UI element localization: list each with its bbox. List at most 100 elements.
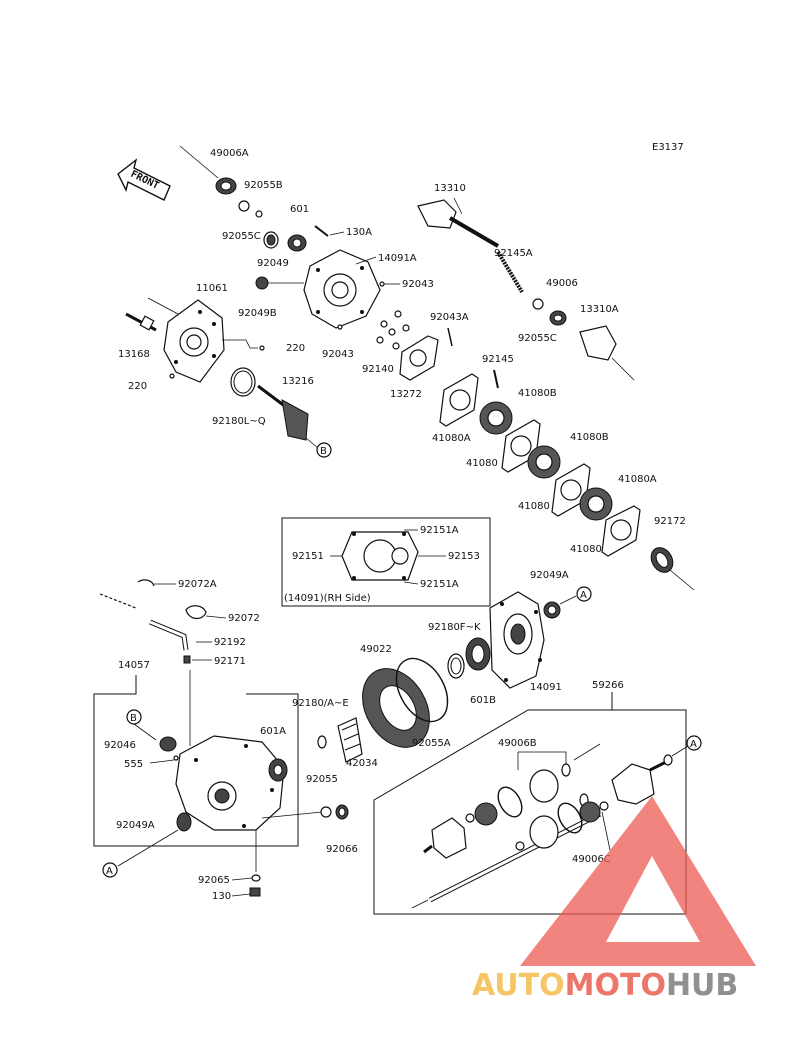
diagram-code: E3137 [652, 142, 684, 153]
watermark-suffix: HUB [666, 968, 738, 1003]
label-92066: 92066 [326, 844, 358, 855]
label-13216: 13216 [282, 376, 314, 387]
label-92043-right: 92043 [402, 279, 434, 290]
label-13168: 13168 [118, 349, 150, 360]
pinion-housing-assembly: 49006A 92055B 92055C 92049 601 130A 1409… [118, 145, 434, 458]
label-92172: 92172 [654, 516, 686, 527]
label-92055B: 92055B [244, 180, 283, 191]
callout-A-top [576, 586, 592, 602]
label-601A: 601A [260, 726, 286, 737]
label-92055C-mid: 92055C [518, 333, 557, 344]
callout-A-right-label: A [690, 739, 697, 750]
clamp-92171 [183, 655, 191, 664]
label-49006A: 49006A [210, 148, 249, 159]
inset-label-92151A-bottom: 92151A [420, 579, 459, 590]
label-41080A-1: 41080A [432, 433, 471, 444]
inset-label-92151: 92151 [292, 551, 324, 562]
clip-92072A [137, 579, 155, 587]
watermark-middle: MOTO [565, 968, 666, 1003]
label-92043A: 92043A [430, 312, 469, 323]
label-92140: 92140 [362, 364, 394, 375]
o-ring-92055C [238, 200, 250, 212]
label-13310: 13310 [434, 183, 466, 194]
label-41080-1: 41080 [466, 458, 498, 469]
label-92072: 92072 [228, 613, 260, 624]
joint-13310 [417, 199, 457, 229]
label-92171: 92171 [214, 656, 246, 667]
o-ring-92055B [255, 210, 263, 218]
drive-shaft-59266: 59266 49006B A 49006C [373, 680, 702, 915]
label-92055A: 92055A [412, 738, 451, 749]
label-220-left: 220 [128, 381, 147, 392]
washer-555 [173, 755, 179, 761]
label-13310A: 13310A [580, 304, 619, 315]
seal-92049A-bottom [176, 812, 192, 832]
shaft-42034 [337, 717, 363, 763]
inset-label-92153: 92153 [448, 551, 480, 562]
spring-92145A [496, 250, 524, 294]
label-49006C: 49006C [572, 854, 611, 865]
callout-A-left-label: A [106, 866, 113, 877]
clutch-plates [439, 373, 641, 557]
label-41080A-2: 41080A [618, 474, 657, 485]
inset-label-92151A-top: 92151A [420, 525, 459, 536]
label-14057: 14057 [118, 660, 150, 671]
seal-92049B [255, 276, 269, 290]
label-14091: 14091 [530, 682, 562, 693]
differential-case-assembly: 92072A 92072 92192 92171 14057 B 92046 5… [93, 579, 358, 902]
label-92046: 92046 [104, 740, 136, 751]
bolt-130 [249, 887, 261, 897]
label-601-top: 601 [290, 204, 309, 215]
case-14057 [175, 735, 285, 831]
label-92049: 92049 [257, 258, 289, 269]
callout-B-bottom-label: B [130, 713, 137, 724]
label-92072A: 92072A [178, 579, 217, 590]
watermark-triangle-icon [520, 796, 756, 966]
pinion-13216 [281, 399, 309, 441]
label-92145: 92145 [482, 354, 514, 365]
label-92049A-bottom: 92049A [116, 820, 155, 831]
label-49006: 49006 [546, 278, 578, 289]
callout-B-top-label: B [320, 446, 327, 457]
balls-92140 [376, 310, 410, 350]
label-49022: 49022 [360, 644, 392, 655]
label-13272: 13272 [390, 389, 422, 400]
label-92049B: 92049B [238, 308, 277, 319]
label-92043-bottom: 92043 [322, 349, 354, 360]
label-92180A-E: 92180/A~E [292, 698, 349, 709]
cv-joint-outer-left [431, 817, 467, 859]
ring-gear-assembly: 92180/A~E 42034 49022 92055A 92180F~K 60… [292, 570, 592, 769]
plug-92046 [159, 736, 177, 752]
o-ring-92055A [395, 657, 449, 723]
callout-A-top-label: A [580, 590, 587, 601]
watermark-logo: AUTOMOTOHUB [472, 796, 756, 1003]
callout-B-top [316, 442, 332, 458]
inset-14091-rh-side: 92151A 92151 92153 92151A (14091)(RH Sid… [281, 517, 491, 607]
callout-A-right [686, 735, 702, 751]
cv-boot-right [529, 815, 559, 849]
label-92145A: 92145A [494, 248, 533, 259]
label-11061: 11061 [196, 283, 228, 294]
label-92055C-top: 92055C [222, 231, 261, 242]
label-92180L-Q: 92180L~Q [212, 416, 266, 427]
label-92055: 92055 [306, 774, 338, 785]
label-59266: 59266 [592, 680, 624, 691]
o-ring-92055C-mid [532, 298, 544, 310]
watermark-prefix: AUTO [472, 968, 565, 1003]
label-41080B-1: 41080B [518, 388, 557, 399]
inset-caption: (14091)(RH Side) [284, 593, 371, 604]
washer-92065 [251, 874, 261, 882]
label-130A: 130A [346, 227, 372, 238]
label-130: 130 [212, 891, 231, 902]
label-41080-3: 41080 [570, 544, 602, 555]
o-ring-92055 [320, 806, 332, 818]
label-92192: 92192 [214, 637, 246, 648]
shaft-and-clutch-pack: 13310 92145A 49006 92055C 13310A 92140 9… [362, 183, 695, 591]
svg-text:AUTOMOTOHUB: AUTOMOTOHUB [472, 968, 738, 1003]
label-41080B-2: 41080B [570, 432, 609, 443]
shim-92180A-E [317, 735, 327, 749]
label-220-right: 220 [286, 343, 305, 354]
label-555: 555 [124, 759, 143, 770]
label-92180F-K: 92180F~K [428, 622, 481, 633]
